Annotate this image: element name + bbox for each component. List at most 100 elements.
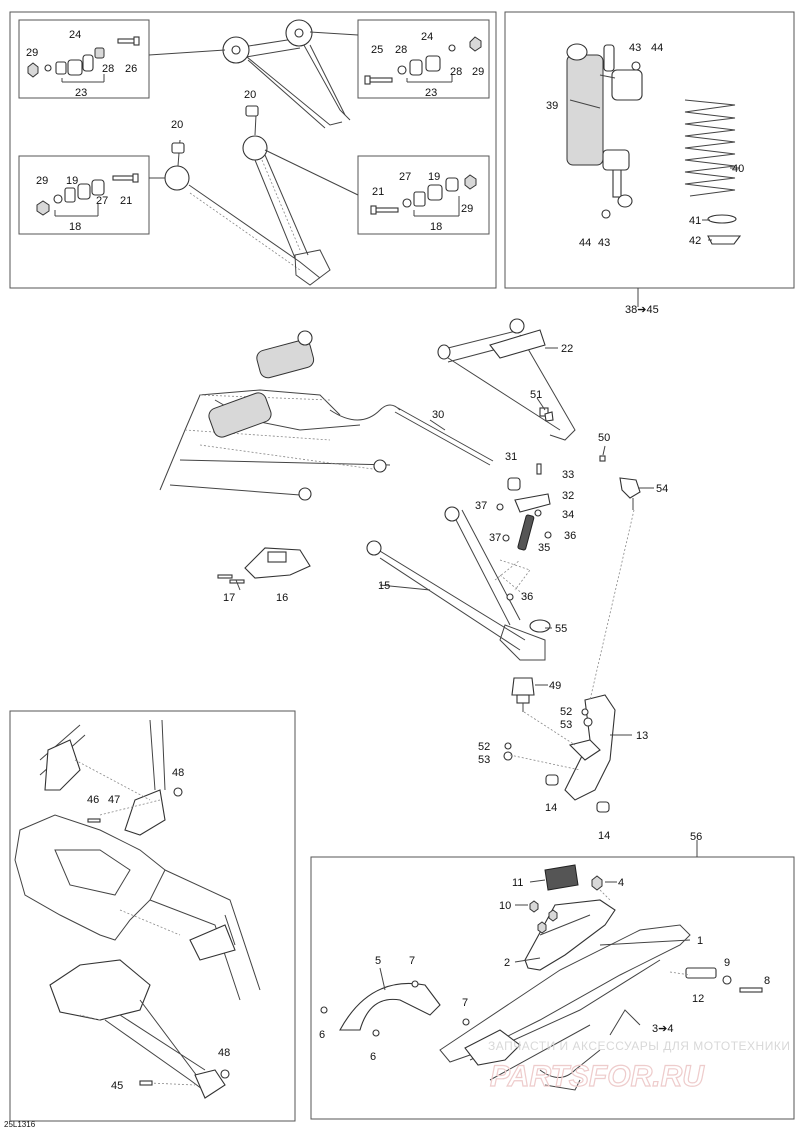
callout-42: 42 xyxy=(689,235,701,247)
callout-19: 19 xyxy=(66,175,78,187)
callout-21: 21 xyxy=(372,186,384,198)
callout-40: 40 xyxy=(732,163,744,175)
callout-9: 9 xyxy=(724,957,730,969)
callout-27: 27 xyxy=(96,195,108,207)
callout-32: 32 xyxy=(562,490,574,502)
callout-45: 45 xyxy=(111,1080,123,1092)
callout-23: 23 xyxy=(425,87,437,99)
frame-shock-detail xyxy=(504,11,795,289)
watermark-text: ЗАПЧАСТИ И АКСЕССУАРЫ ДЛЯ МОТОТЕХНИКИ xyxy=(488,1039,790,1053)
callout-16: 16 xyxy=(276,592,288,604)
group-ref-ski-kit: 56 xyxy=(690,831,702,843)
callout-29: 29 xyxy=(26,47,38,59)
callout-22: 22 xyxy=(561,343,573,355)
callout-14: 14 xyxy=(545,802,557,814)
callout-29: 29 xyxy=(36,175,48,187)
callout-36: 36 xyxy=(521,591,533,603)
hardware-top-right xyxy=(364,36,482,85)
callout-55: 55 xyxy=(555,623,567,635)
small-hardware-middle xyxy=(496,411,606,633)
callout-10: 10 xyxy=(499,900,511,912)
callout-7: 7 xyxy=(462,997,468,1009)
callout-37: 37 xyxy=(475,500,487,512)
frame-ski-assembly xyxy=(310,856,795,1120)
callout-35: 35 xyxy=(538,542,550,554)
ski-drawing xyxy=(439,924,691,1091)
callout-11: 11 xyxy=(512,877,523,889)
callout-54: 54 xyxy=(656,483,668,495)
callout-14: 14 xyxy=(598,830,610,842)
callout-25: 25 xyxy=(371,44,383,56)
diagram-reference-code: 25L1316 xyxy=(4,1120,36,1129)
callout-49: 49 xyxy=(549,680,561,692)
callout-24: 24 xyxy=(69,29,81,41)
group-ref-shock-kit: 38➔45 xyxy=(625,304,659,316)
callout-4: 4 xyxy=(618,877,624,889)
callout-8: 8 xyxy=(764,975,770,987)
upper-a-arm-drawing xyxy=(148,19,359,129)
box-hardware-bottom-left xyxy=(18,155,150,235)
hardware-bottom-right xyxy=(370,174,477,215)
callout-28: 28 xyxy=(450,66,462,78)
callout-23: 23 xyxy=(75,87,87,99)
ski-hardware xyxy=(320,875,763,1037)
hardware-top-left xyxy=(27,36,140,78)
callout-29: 29 xyxy=(461,203,473,215)
callout-5: 5 xyxy=(375,955,381,967)
box-hardware-top-right xyxy=(357,19,490,99)
handle-item-5 xyxy=(339,982,441,1031)
chassis-frame-drawing xyxy=(14,719,261,1099)
callout-30: 30 xyxy=(432,409,444,421)
watermark-logo: PARTSFOR.RU xyxy=(490,1060,705,1093)
callout-21: 21 xyxy=(120,195,132,207)
callout-24: 24 xyxy=(421,31,433,43)
leader-lines xyxy=(54,74,740,991)
frame-upper-a-arm-detail xyxy=(9,11,497,289)
callout-44: 44 xyxy=(651,42,663,54)
callout-6: 6 xyxy=(370,1051,376,1063)
callout-29: 29 xyxy=(472,66,484,78)
callout-6: 6 xyxy=(319,1029,325,1041)
upper-a-arm-item-22 xyxy=(437,318,576,441)
callout-44: 44 xyxy=(579,237,591,249)
callout-33: 33 xyxy=(562,469,574,481)
ski-leg-item-2 xyxy=(524,899,616,971)
callout-51: 51 xyxy=(530,389,542,401)
callout-53: 53 xyxy=(560,719,572,731)
callout-labels: 29 24 28 2 6 23 25 28 24 28 29 23 20 20 2… xyxy=(26,29,770,1092)
callout-19: 19 xyxy=(428,171,440,183)
callout-1: 1 xyxy=(697,935,703,947)
callout-34: 34 xyxy=(562,509,574,521)
callout-43: 43 xyxy=(598,237,610,249)
callout-28: 28 xyxy=(395,44,407,56)
wear-pad-item-11 xyxy=(544,864,579,891)
lower-a-arm-item-15 xyxy=(366,506,546,661)
callout-28: 28 xyxy=(102,63,114,75)
bracket-item-16 xyxy=(217,547,311,584)
callout-48: 48 xyxy=(218,1047,230,1059)
callout-48: 48 xyxy=(172,767,184,779)
callout-20: 20 xyxy=(171,119,183,131)
lower-a-arm-drawing xyxy=(149,114,359,286)
suspension-overview-drawing xyxy=(159,330,401,501)
callout-52: 52 xyxy=(560,706,572,718)
hardware-bottom-left xyxy=(36,173,139,216)
callout-43: 43 xyxy=(629,42,641,54)
callout-18: 18 xyxy=(430,221,442,233)
spring-drawing xyxy=(684,99,742,245)
callout-20: 20 xyxy=(244,89,256,101)
middle-guide-dashes xyxy=(499,509,635,771)
ball-joint-item-49 xyxy=(511,677,535,712)
callout-12: 12 xyxy=(692,993,704,1005)
callout-2: 2 xyxy=(504,957,510,969)
callout-18: 18 xyxy=(69,221,81,233)
bushing-item-20 xyxy=(171,105,259,154)
callout-39: 39 xyxy=(546,100,558,112)
callout-37: 37 xyxy=(489,532,501,544)
callout-41: 41 xyxy=(689,215,701,227)
shock-absorber-drawing xyxy=(566,43,643,219)
callout-27: 27 xyxy=(399,171,411,183)
spindle-item-13 xyxy=(503,694,616,813)
frame-chassis-detail xyxy=(9,710,296,1122)
